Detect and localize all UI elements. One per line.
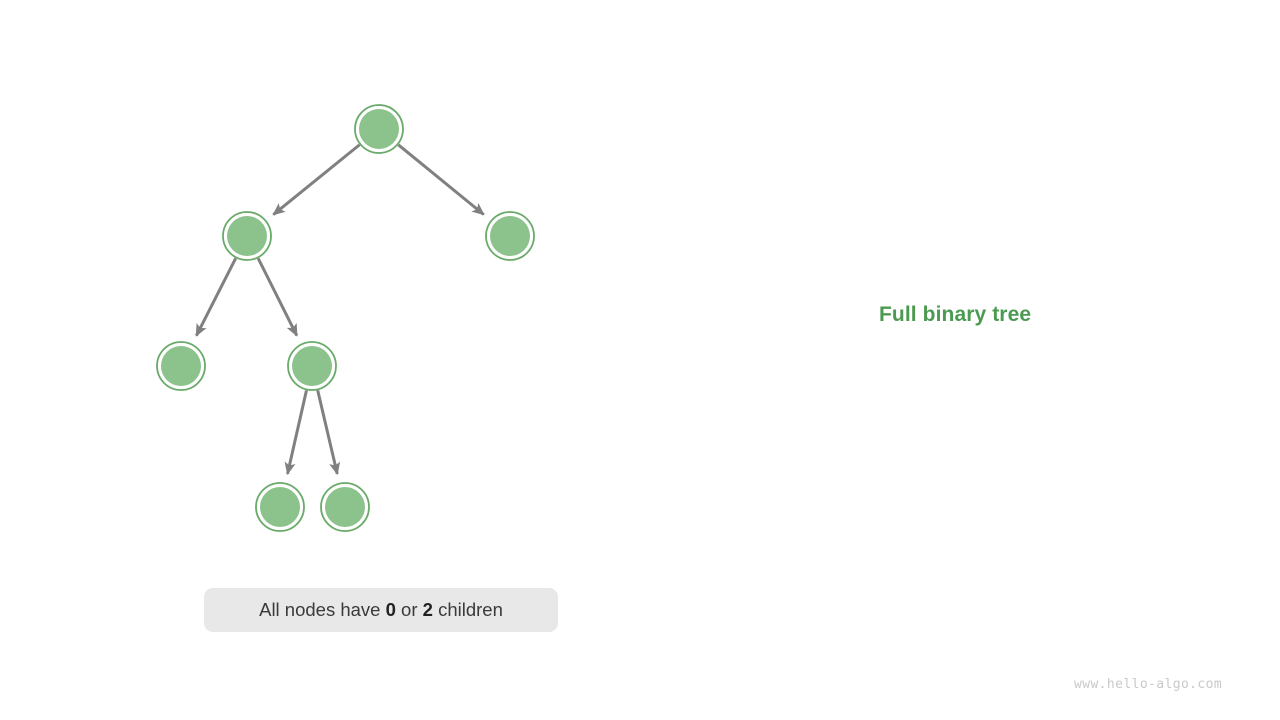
caption-count-b: 2 bbox=[422, 598, 433, 620]
tree-node-outer-ring bbox=[255, 482, 305, 532]
tree-node-circle bbox=[260, 487, 300, 527]
tree-node-circle bbox=[325, 487, 365, 527]
page-title: Full binary tree bbox=[879, 303, 1032, 326]
watermark: www.hello-algo.com bbox=[1074, 677, 1223, 692]
tree-node-circle bbox=[161, 346, 201, 386]
tree-node[interactable] bbox=[156, 341, 206, 391]
tree-node-outer-ring bbox=[222, 211, 272, 261]
tree-edge-layer bbox=[195, 143, 485, 476]
caption-count-a: 0 bbox=[385, 598, 396, 620]
tree-node-outer-ring bbox=[156, 341, 206, 391]
caption-prefix: All nodes have bbox=[259, 598, 386, 620]
tree-node[interactable] bbox=[222, 211, 272, 261]
tree-node-ring-gap bbox=[289, 343, 335, 389]
tree-node-circle bbox=[490, 216, 530, 256]
caption-text: All nodes have 0 or 2 children bbox=[259, 598, 503, 620]
tree-node[interactable] bbox=[485, 211, 535, 261]
tree-node-outer-ring bbox=[320, 482, 370, 532]
caption-middle: or bbox=[395, 598, 423, 620]
tree-node-layer bbox=[156, 104, 535, 532]
tree-edge bbox=[397, 143, 485, 216]
tree-node-circle bbox=[227, 216, 267, 256]
tree-node-ring-gap bbox=[356, 106, 402, 152]
tree-node-circle bbox=[292, 346, 332, 386]
tree-edge bbox=[256, 257, 299, 337]
tree-edge bbox=[195, 257, 238, 337]
tree-node-ring-gap bbox=[322, 484, 368, 530]
tree-edge bbox=[284, 390, 308, 476]
tree-node-ring-gap bbox=[224, 213, 270, 259]
caption-suffix: children bbox=[432, 598, 503, 620]
tree-node-ring-gap bbox=[158, 343, 204, 389]
tree-node-outer-ring bbox=[485, 211, 535, 261]
tree-node[interactable] bbox=[287, 341, 337, 391]
caption-badge: All nodes have 0 or 2 children bbox=[204, 588, 558, 632]
tree-node[interactable] bbox=[255, 482, 305, 532]
tree-edge bbox=[272, 143, 361, 216]
tree-node[interactable] bbox=[320, 482, 370, 532]
tree-node-circle bbox=[359, 109, 399, 149]
tree-node-outer-ring bbox=[354, 104, 404, 154]
tree-node[interactable] bbox=[354, 104, 404, 154]
tree-node-ring-gap bbox=[487, 213, 533, 259]
tree-node-ring-gap bbox=[257, 484, 303, 530]
tree-node-outer-ring bbox=[287, 341, 337, 391]
tree-edge bbox=[316, 390, 341, 476]
